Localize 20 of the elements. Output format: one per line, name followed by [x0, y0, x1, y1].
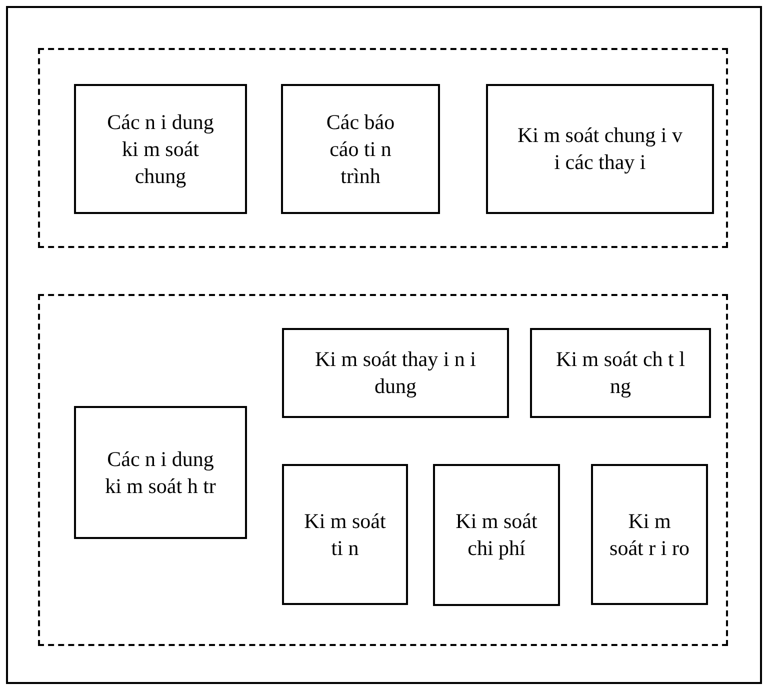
box-label: Ki m soát r i ro: [609, 508, 690, 562]
text-box: [74, 84, 247, 214]
box-label: Ki m soát ch t l ng: [555, 346, 686, 400]
group-frame: [38, 294, 728, 646]
box-label: Các n i dung ki m soát chung: [106, 108, 215, 190]
box-label: Ki m soát thay i n i dung: [314, 346, 477, 400]
text-box: [486, 84, 714, 214]
box-label: Ki m soát chung i v i các thay i: [516, 122, 684, 176]
text-box: [281, 84, 440, 214]
text-box: [282, 464, 408, 605]
box-label: Ki m soát chi phí: [454, 508, 538, 562]
text-box: [591, 464, 708, 605]
box-label: Ki m soát ti n: [303, 508, 387, 562]
text-box: [282, 328, 509, 418]
text-box: [530, 328, 711, 418]
text-box: [433, 464, 560, 606]
text-box: [74, 406, 247, 539]
box-label: Các báo cáo ti n trình: [325, 108, 396, 190]
group-frame: [38, 48, 728, 248]
box-label: Các n i dung ki m soát h tr: [104, 446, 217, 500]
